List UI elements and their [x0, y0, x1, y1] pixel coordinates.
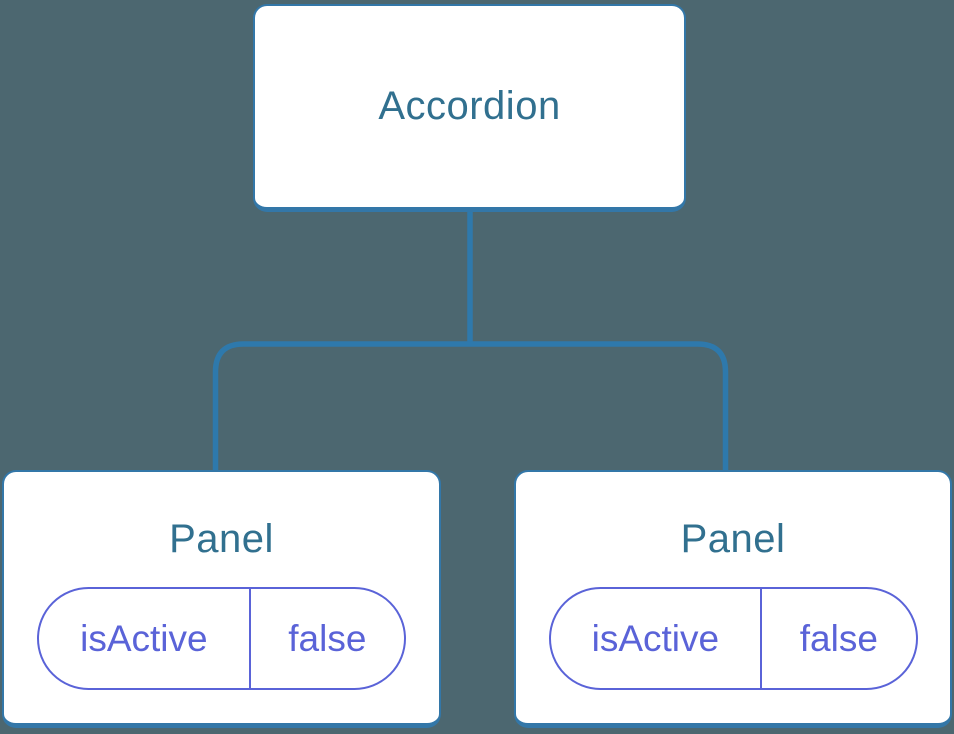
state-pill: isActive false [37, 587, 406, 690]
connector-branches [212, 341, 729, 472]
panel-node-label: Panel [680, 517, 786, 561]
state-pill: isActive false [548, 587, 918, 690]
panel-node-right: Panel isActive false [514, 470, 952, 728]
state-value: false [288, 617, 367, 659]
accordion-node-label: Accordion [378, 84, 561, 128]
state-key: isActive [551, 589, 763, 688]
state-value: false [799, 617, 878, 659]
panel-node-label: Panel [169, 517, 274, 561]
state-key: isActive [39, 589, 251, 688]
accordion-node: Accordion [253, 4, 686, 212]
panel-node-left: Panel isActive false [2, 470, 441, 728]
